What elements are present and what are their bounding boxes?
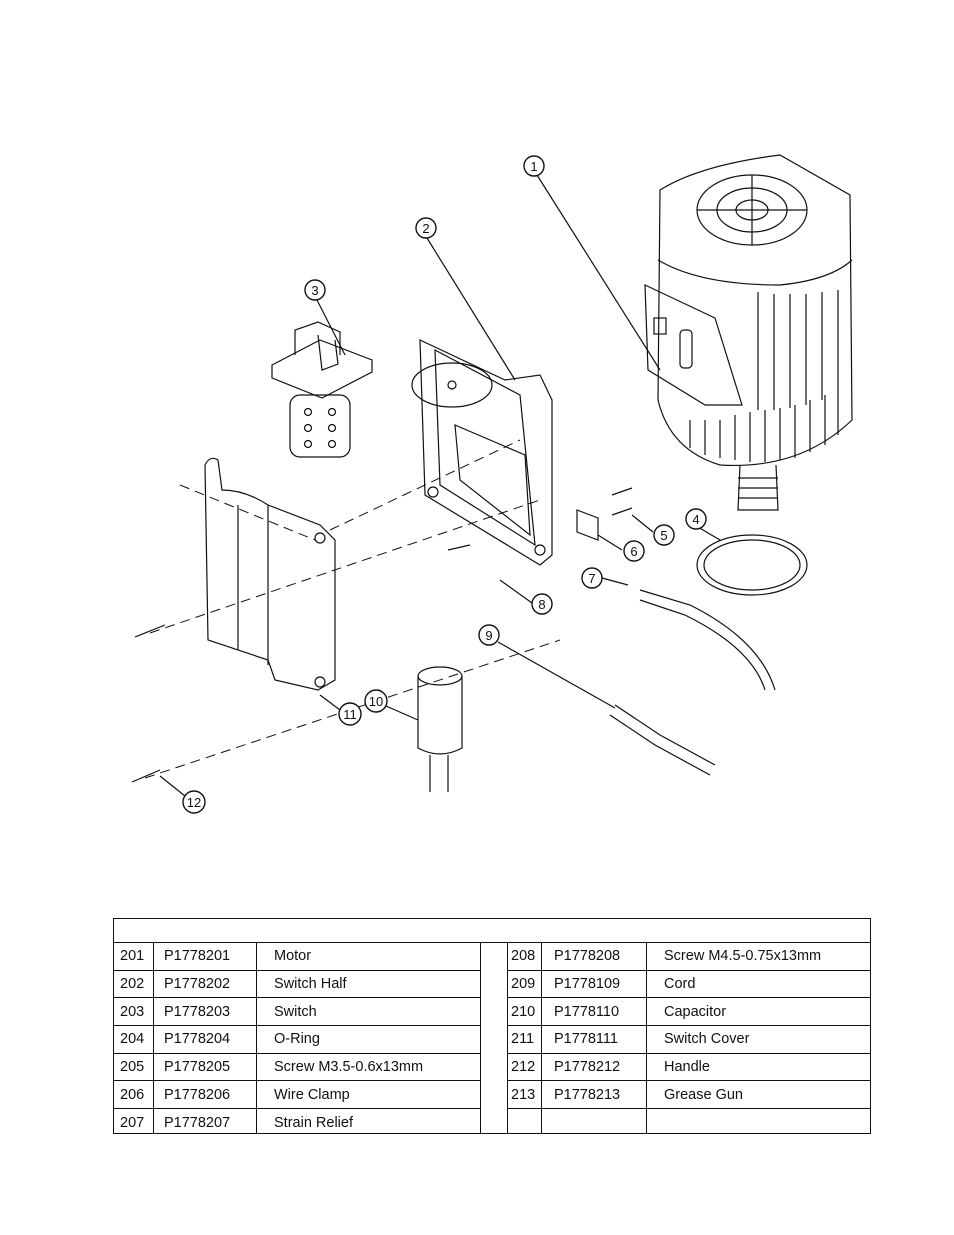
callout-4: 4 xyxy=(685,508,707,530)
callout-8: 8 xyxy=(531,593,553,615)
ref-cell: 210 xyxy=(511,1003,536,1020)
callout-label: 5 xyxy=(660,528,667,543)
part-number-cell: P1778207 xyxy=(164,1114,231,1131)
ref-cell: 203 xyxy=(120,1003,145,1020)
callout-label: 3 xyxy=(311,283,318,298)
callout-12: 12 xyxy=(182,790,206,814)
description-cell: Cord xyxy=(664,976,696,993)
description-cell: Strain Relief xyxy=(274,1114,353,1131)
table-row: 210 P1778110 Capacitor xyxy=(508,998,870,1027)
description-cell: Motor xyxy=(274,948,312,965)
table-row: 204 P1778204 O-Ring xyxy=(114,1026,480,1054)
callout-label: 10 xyxy=(369,694,383,709)
ref-cell: 209 xyxy=(511,976,536,993)
table-row: 209 P1778109 Cord xyxy=(508,971,870,999)
o-ring-drawing xyxy=(696,534,808,596)
callout-10: 10 xyxy=(364,689,388,713)
description-cell: Screw M3.5-0.6x13mm xyxy=(274,1059,424,1076)
part-number-cell: P1778212 xyxy=(554,1059,621,1076)
callout-label: 4 xyxy=(692,512,699,527)
part-number-cell: P1778206 xyxy=(164,1086,231,1103)
table-row: 202 P1778202 Switch Half xyxy=(114,971,480,999)
motor-drawing xyxy=(644,154,853,511)
ref-cell xyxy=(511,1109,543,1137)
table-row: 201 P1778201 Motor xyxy=(114,943,480,971)
callout-label: 11 xyxy=(343,707,357,722)
part-number-cell: P1778208 xyxy=(554,948,621,965)
part-number-cell: P1778203 xyxy=(164,1003,231,1020)
part-number-cell: P1778110 xyxy=(554,1003,620,1020)
ref-cell: 207 xyxy=(120,1114,145,1131)
table-row: 205 P1778205 Screw M3.5-0.6x13mm xyxy=(114,1054,480,1082)
description-cell: Switch Half xyxy=(274,976,347,993)
description-cell: O-Ring xyxy=(274,1031,320,1048)
ref-cell: 211 xyxy=(511,1031,535,1048)
callout-label: 12 xyxy=(187,795,201,810)
ref-cell: 205 xyxy=(120,1059,145,1076)
ref-cell: 206 xyxy=(120,1086,145,1103)
description-cell: Screw M4.5-0.75x13mm xyxy=(664,948,822,965)
part-number-cell: P1778109 xyxy=(554,976,621,993)
callout-label: 6 xyxy=(630,544,637,559)
switch-drawing xyxy=(271,321,373,458)
ref-cell: 213 xyxy=(511,1086,536,1103)
callout-label: 7 xyxy=(588,571,595,586)
part-number-cell: P1778111 xyxy=(554,1031,618,1048)
ref-cell: 202 xyxy=(120,976,145,993)
description-cell: Switch xyxy=(274,1003,317,1020)
switch-cover-drawing xyxy=(204,457,336,691)
table-row: 203 P1778203 Switch xyxy=(114,998,480,1027)
table-row: 211 P1778111 Switch Cover xyxy=(508,1026,870,1054)
callout-1: 1 xyxy=(523,155,545,177)
table-row: 207 P1778207 Strain Relief xyxy=(114,1109,480,1137)
callout-5: 5 xyxy=(653,524,675,546)
part-number-cell xyxy=(554,1109,644,1137)
description-cell: Handle xyxy=(664,1059,710,1076)
motor-fins xyxy=(689,290,839,462)
ref-cell: 208 xyxy=(511,948,536,965)
part-number-cell: P1778204 xyxy=(164,1031,231,1048)
table-row: 208 P1778208 Screw M4.5-0.75x13mm xyxy=(508,943,870,971)
part-number-cell: P1778205 xyxy=(164,1059,231,1076)
part-number-cell: P1778202 xyxy=(164,976,231,993)
description-cell: Capacitor xyxy=(664,1003,727,1020)
ref-cell: 201 xyxy=(120,948,145,965)
exploded-parts-diagram: 1 2 3 4 5 6 7 8 9 10 11 12 xyxy=(131,154,853,814)
switch-half-drawing xyxy=(411,339,553,566)
callout-11: 11 xyxy=(338,702,362,726)
callout-2: 2 xyxy=(415,217,437,239)
callout-label: 9 xyxy=(485,628,492,643)
table-header-row xyxy=(114,919,870,943)
callout-9: 9 xyxy=(478,624,500,646)
part-number-cell: P1778213 xyxy=(554,1086,621,1103)
ref-cell: 212 xyxy=(511,1059,536,1076)
description-cell: Wire Clamp xyxy=(274,1086,350,1103)
table-row xyxy=(508,1109,870,1137)
callout-3: 3 xyxy=(304,279,326,301)
callout-label: 2 xyxy=(422,221,429,236)
table-row: 213 P1778213 Grease Gun xyxy=(508,1081,870,1110)
description-cell: Grease Gun xyxy=(664,1086,743,1103)
table-row: 212 P1778212 Handle xyxy=(508,1054,870,1082)
callout-label: 8 xyxy=(538,597,545,612)
part-number-cell: P1778201 xyxy=(164,948,231,965)
description-cell: Switch Cover xyxy=(664,1031,750,1048)
ref-cell: 204 xyxy=(120,1031,145,1048)
capacitor-drawing xyxy=(417,666,463,792)
callout-6: 6 xyxy=(623,540,645,562)
callout-label: 1 xyxy=(530,159,537,174)
callout-7: 7 xyxy=(581,567,603,589)
table-row: 206 P1778206 Wire Clamp xyxy=(114,1081,480,1110)
